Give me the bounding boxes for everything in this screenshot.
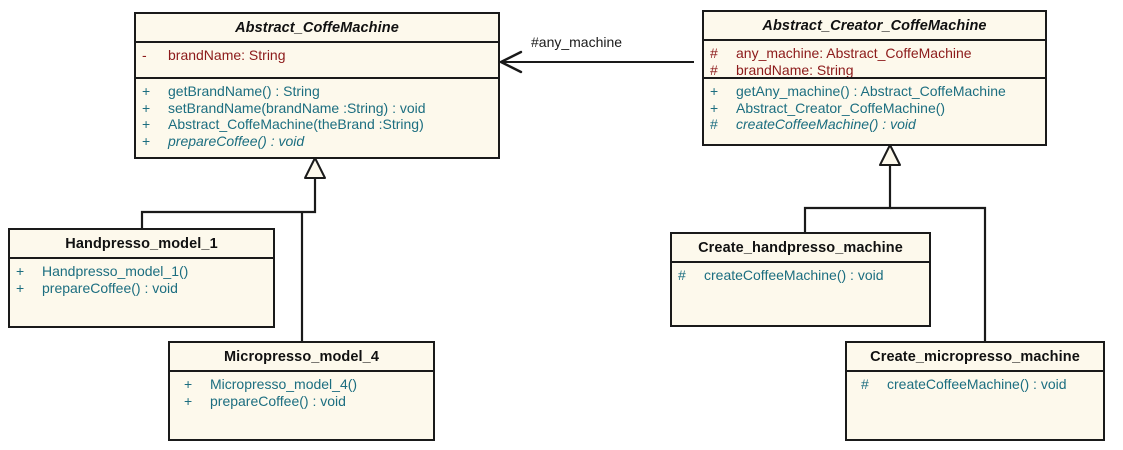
class-title: Handpresso_model_1 [65, 236, 218, 252]
method-label: getAny_machine() : Abstract_CoffeMachine [736, 83, 1006, 99]
class-handpresso-model-1[interactable]: Handpresso_model_1 + Handpresso_model_1(… [8, 228, 275, 328]
visibility-marker: + [16, 263, 25, 279]
method-label: createCoffeeMachine() : void [887, 376, 1067, 392]
methods-compartment: + Handpresso_model_1() + prepareCoffee()… [10, 257, 273, 326]
class-abstract-creator-coffemachine[interactable]: Abstract_Creator_CoffeMachine # any_mach… [702, 10, 1047, 146]
class-micropresso-model-4[interactable]: Micropresso_model_4 + Micropresso_model_… [168, 341, 435, 441]
method-label: prepareCoffee() : void [42, 279, 178, 296]
method-row: # createCoffeeMachine() : void [861, 376, 1099, 393]
visibility-marker: + [184, 392, 193, 409]
visibility-marker: # [710, 116, 718, 132]
method-row: + getAny_machine() : Abstract_CoffeMachi… [710, 83, 1041, 100]
methods-compartment: + getAny_machine() : Abstract_CoffeMachi… [704, 77, 1045, 144]
method-row: + Abstract_CoffeMachine(theBrand :String… [142, 116, 494, 133]
class-abstract-coffemachine[interactable]: Abstract_CoffeMachine - brandName: Strin… [134, 12, 500, 159]
visibility-marker: + [710, 83, 719, 99]
method-label: Abstract_Creator_CoffeMachine() [736, 99, 946, 116]
visibility-marker: + [142, 83, 151, 99]
method-row: + Handpresso_model_1() [16, 263, 269, 280]
visibility-marker: # [861, 376, 869, 392]
class-title: Create_handpresso_machine [698, 240, 903, 256]
attribute-label: brandName: String [736, 61, 854, 78]
methods-compartment: # createCoffeeMachine() : void [672, 261, 929, 325]
visibility-marker: - [142, 47, 147, 63]
association-any-machine [499, 50, 694, 74]
visibility-marker: + [142, 116, 151, 132]
visibility-marker: + [184, 376, 193, 392]
method-label: Handpresso_model_1() [42, 263, 189, 279]
class-title: Abstract_Creator_CoffeMachine [762, 18, 987, 34]
methods-compartment: + getBrandName() : String + setBrandName… [136, 77, 498, 157]
attributes-compartment: - brandName: String [136, 41, 498, 77]
visibility-marker: + [710, 99, 719, 116]
class-title: Micropresso_model_4 [223, 349, 379, 365]
method-label: Micropresso_model_4() [210, 376, 358, 392]
visibility-marker: + [16, 279, 25, 296]
attribute-row: - brandName: String [142, 47, 494, 64]
association-label-any-machine: #any_machine [531, 34, 623, 50]
method-row: + prepareCoffee() : void [184, 393, 429, 410]
attribute-label: any_machine: Abstract_CoffeMachine [736, 45, 972, 61]
visibility-marker: + [142, 99, 151, 116]
method-label: Abstract_CoffeMachine(theBrand :String) [168, 116, 424, 132]
method-label: prepareCoffee() : void [210, 392, 346, 409]
generalization-triangle-right [879, 144, 901, 166]
visibility-marker: # [710, 61, 718, 78]
method-label: setBrandName(brandName :String) : void [168, 99, 426, 116]
class-create-micropresso-machine[interactable]: Create_micropresso_machine # createCoffe… [845, 341, 1105, 441]
attribute-label: brandName: String [168, 47, 286, 63]
visibility-marker: # [710, 45, 718, 61]
visibility-marker: # [678, 267, 686, 283]
method-label: getBrandName() : String [168, 83, 320, 99]
method-row: # createCoffeeMachine() : void [710, 116, 1041, 133]
class-title: Abstract_CoffeMachine [235, 20, 399, 36]
method-row: + setBrandName(brandName :String) : void [142, 100, 494, 117]
method-row: + Micropresso_model_4() [184, 376, 429, 393]
methods-compartment: # createCoffeeMachine() : void [847, 370, 1103, 439]
method-row: + getBrandName() : String [142, 83, 494, 100]
generalization-triangle-left [304, 157, 326, 179]
class-title: Create_micropresso_machine [870, 349, 1080, 365]
method-row: # createCoffeeMachine() : void [678, 267, 925, 284]
attributes-compartment: # any_machine: Abstract_CoffeMachine # b… [704, 39, 1045, 79]
method-label: prepareCoffee() : void [168, 132, 305, 149]
attribute-row: # brandName: String [710, 62, 1041, 79]
method-label: createCoffeeMachine() : void [704, 267, 884, 283]
methods-compartment: + Micropresso_model_4() + prepareCoffee(… [170, 370, 433, 439]
visibility-marker: + [142, 132, 151, 149]
class-create-handpresso-machine[interactable]: Create_handpresso_machine # createCoffee… [670, 232, 931, 327]
method-label: createCoffeeMachine() : void [736, 116, 916, 132]
attribute-row: # any_machine: Abstract_CoffeMachine [710, 45, 1041, 62]
method-row: + Abstract_Creator_CoffeMachine() [710, 100, 1041, 117]
method-row: + prepareCoffee() : void [142, 133, 494, 150]
method-row: + prepareCoffee() : void [16, 280, 269, 297]
